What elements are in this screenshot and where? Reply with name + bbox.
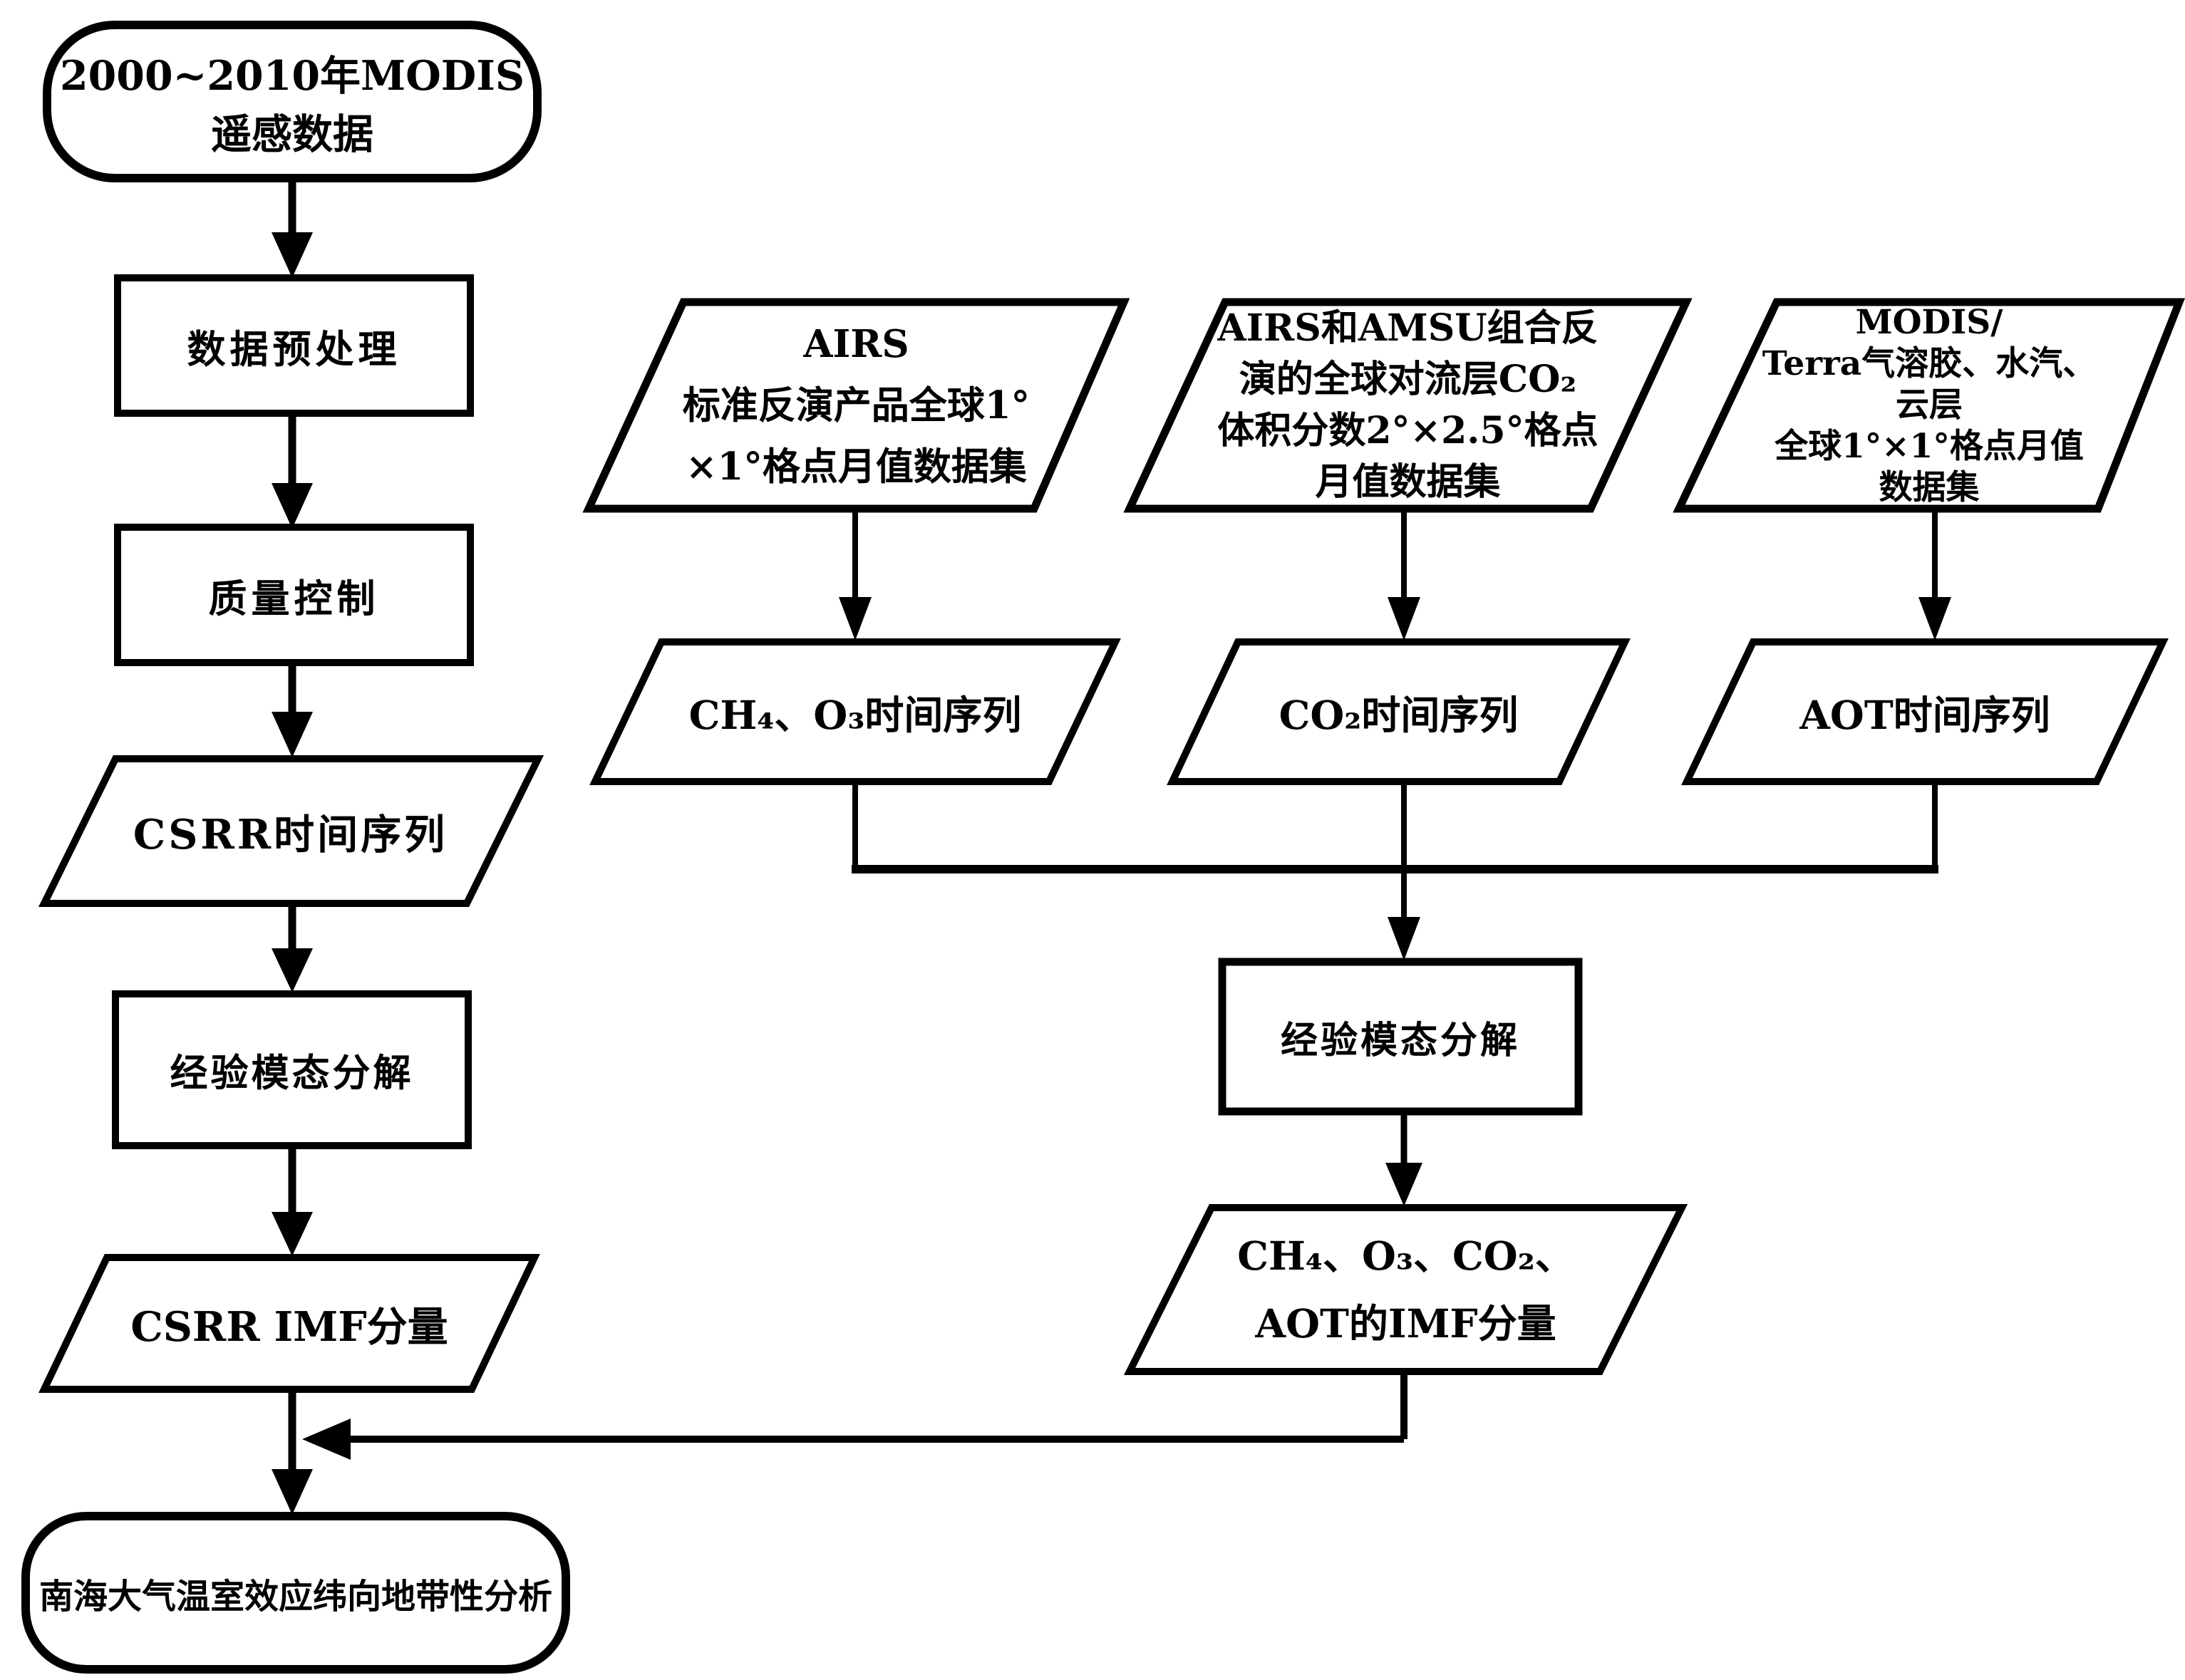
arrow-preprocess-to-quality-head (272, 483, 313, 529)
arrow-emd-to-imf-head (272, 1212, 313, 1256)
node-ch4-o3-series-shape (589, 638, 1121, 785)
arrow-quality-to-csrr-head (272, 712, 313, 757)
node-preprocess-shape (114, 274, 474, 417)
node-csrr-imf-shape (38, 1254, 540, 1393)
node-imf-right-shape (1123, 1204, 1688, 1375)
arrow-emd2-to-imf2-head (1385, 1163, 1422, 1206)
arrow-merge-to-emd-head (1388, 917, 1420, 960)
elbow-left-head (302, 1419, 351, 1460)
arrow-modisterra-to-aot-head (1918, 597, 1951, 641)
node-emd-right-shape (1218, 958, 1583, 1116)
node-modis-terra-dataset-shape (1673, 298, 2185, 513)
arrow-source-to-preprocess-head (272, 232, 313, 278)
node-quality-shape (114, 524, 474, 666)
node-airs-amsu-dataset-shape (1123, 298, 1693, 513)
arrow-csrr-to-emd-head (272, 948, 313, 992)
node-final-shape (21, 1512, 570, 1674)
node-emd-left-shape (112, 990, 472, 1149)
arrow-airsamsu-to-co2-head (1388, 597, 1420, 641)
node-modis-source-shape (43, 21, 542, 182)
node-airs-dataset-shape (582, 298, 1130, 513)
arrow-imf-to-final-head (272, 1469, 313, 1515)
node-co2-series-shape (1167, 638, 1631, 785)
node-csrr-series-shape (38, 755, 544, 907)
node-aot-series-shape (1681, 638, 2169, 785)
arrow-airs-to-ch4o3-head (839, 597, 872, 641)
